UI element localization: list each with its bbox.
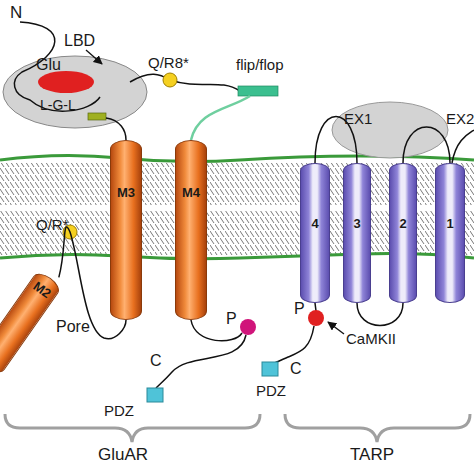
helix-label: 4 <box>301 216 329 231</box>
ligand-label: Glu <box>36 56 61 74</box>
loop-label: EX2 <box>446 110 474 128</box>
pdz-motif <box>147 388 163 402</box>
site-label: Q/R8* <box>148 54 189 72</box>
chain <box>191 96 250 140</box>
linker-segment <box>88 113 106 120</box>
loop-label: EX1 <box>344 110 372 128</box>
glutamate-site <box>38 71 94 93</box>
tarp-helix: 4 <box>300 163 330 303</box>
kinase-label: CaMKII <box>346 330 396 348</box>
motif-label: PDZ <box>104 402 134 420</box>
chain <box>156 335 246 388</box>
helix-label: M4 <box>176 185 206 200</box>
motif-label: PDZ <box>256 382 286 400</box>
pointer-arrow <box>86 50 102 64</box>
group-bracket <box>285 414 470 442</box>
chain <box>315 303 316 311</box>
phospho-label: P <box>294 300 305 318</box>
terminus-label: N <box>10 4 22 22</box>
ligand-binding-domain <box>3 56 147 128</box>
domain-label: LBD <box>64 32 95 50</box>
tarp-helix: 2 <box>389 163 417 303</box>
extracellular-domain <box>332 102 448 158</box>
tarp-helix: 3 <box>343 163 371 303</box>
receptor-helix: M2 <box>0 269 63 376</box>
chain <box>130 74 240 91</box>
group-label: TARP <box>350 446 394 464</box>
splice-label: flip/flop <box>236 56 284 74</box>
site-label: Q/R* <box>36 216 69 234</box>
terminus-label: C <box>290 360 302 378</box>
helix-label: M2 <box>26 276 58 304</box>
phospho-site <box>308 310 324 326</box>
group-label: GluAR <box>98 446 148 464</box>
chain <box>106 118 126 140</box>
receptor-helix: M4 <box>175 140 207 320</box>
flip-flop-segment <box>238 86 278 96</box>
phospho-site <box>240 319 256 335</box>
chain <box>272 326 314 364</box>
terminus-label: C <box>150 352 162 370</box>
helix-label: 1 <box>436 216 464 231</box>
pdz-motif <box>262 362 278 376</box>
helix-label: 3 <box>344 216 370 231</box>
helix-label: 2 <box>390 216 416 231</box>
qr-site <box>163 73 177 87</box>
pointer-arrow <box>328 322 344 334</box>
motif-label: L-G-L <box>40 96 76 114</box>
pore-label: Pore <box>56 318 90 336</box>
receptor-helix: M3 <box>110 140 142 320</box>
chain <box>452 130 474 163</box>
chain-connector <box>357 303 403 326</box>
tarp-helix: 1 <box>435 163 465 303</box>
phospho-label: P <box>226 310 237 328</box>
chain-connector <box>403 127 450 163</box>
helix-label: M3 <box>111 185 141 200</box>
